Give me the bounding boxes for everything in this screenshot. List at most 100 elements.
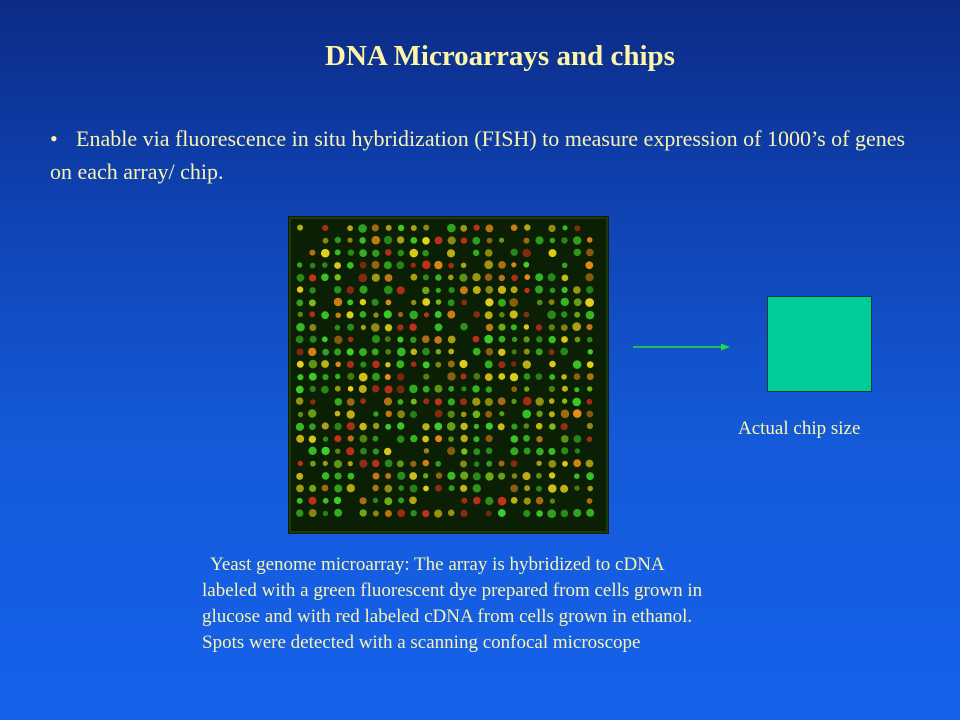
microarray-spot: [523, 509, 531, 518]
microarray-spot: [384, 510, 392, 517]
microarray-spot: [549, 287, 556, 294]
microarray-spot: [498, 261, 506, 269]
microarray-spot: [587, 386, 593, 392]
microarray-spot: [409, 310, 418, 320]
microarray-spot: [447, 236, 456, 245]
microarray-spot: [383, 310, 392, 319]
microarray-spot: [522, 409, 532, 419]
microarray-spot: [548, 398, 555, 404]
microarray-spot: [410, 434, 418, 443]
microarray-spot: [485, 285, 494, 294]
microarray-spot: [409, 472, 418, 480]
microarray-spot: [309, 335, 317, 343]
microarray-spot: [309, 287, 316, 294]
microarray-spot: [384, 336, 391, 343]
microarray-spot: [561, 274, 569, 282]
microarray-spot: [321, 311, 329, 320]
microarray-spot: [422, 260, 431, 270]
microarray-spot: [423, 373, 430, 380]
microarray-spot: [460, 471, 469, 480]
microarray-spot: [410, 237, 418, 244]
microarray-spot: [585, 310, 595, 320]
microarray-spot: [347, 472, 355, 480]
microarray-spot: [459, 273, 468, 282]
microarray-spot: [460, 484, 468, 492]
microarray-spot: [448, 485, 455, 492]
microarray-spot: [371, 224, 379, 232]
microarray-spot: [435, 274, 442, 281]
microarray-spot: [473, 224, 480, 231]
microarray-spot: [371, 385, 380, 393]
microarray-spot: [573, 286, 581, 294]
microarray-spot: [511, 361, 517, 367]
microarray-spot: [447, 223, 456, 233]
microarray-spot: [372, 422, 380, 430]
microarray-spot: [485, 496, 494, 506]
microarray-spot: [411, 299, 417, 306]
microarray-spot: [423, 485, 429, 492]
microarray-spot: [410, 273, 418, 281]
microarray-spot: [536, 299, 543, 306]
microarray-spot: [359, 298, 367, 306]
microarray-spot: [334, 385, 341, 392]
microarray-spot: [484, 373, 493, 381]
microarray-spot: [498, 323, 506, 331]
microarray-spot: [499, 237, 505, 243]
microarray-spot: [334, 398, 343, 406]
microarray-spot: [472, 484, 481, 493]
microarray-spot: [321, 336, 328, 343]
microarray-spot: [385, 362, 391, 368]
microarray-spot: [423, 473, 429, 479]
microarray-spot: [573, 236, 582, 245]
microarray-spot: [296, 262, 303, 268]
microarray-spot: [484, 311, 493, 320]
microarray-spot: [434, 398, 442, 406]
microarray-spot: [409, 484, 418, 493]
microarray-spot: [548, 249, 557, 258]
microarray-spot: [334, 410, 341, 417]
microarray-spot: [397, 249, 405, 257]
microarray-spot: [396, 236, 405, 244]
microarray-spot: [573, 435, 582, 443]
microarray-spot: [409, 384, 418, 394]
microarray-spot: [549, 374, 556, 380]
microarray-spot: [460, 237, 468, 244]
microarray-spot: [497, 423, 505, 431]
microarray-spot: [522, 472, 531, 481]
microarray-spot: [536, 447, 544, 456]
microarray-spot: [347, 461, 353, 467]
microarray-spot: [346, 447, 355, 456]
microarray-spot: [346, 360, 354, 368]
microarray-spot: [574, 448, 581, 454]
microarray-spot: [308, 299, 316, 307]
microarray-spot: [473, 373, 481, 380]
microarray-spot: [562, 225, 568, 231]
microarray-spot: [360, 398, 366, 404]
microarray-spot: [384, 447, 392, 456]
microarray-spot: [308, 409, 317, 418]
microarray-spot: [372, 510, 379, 517]
microarray-spot: [485, 434, 493, 443]
microarray-spot: [384, 274, 393, 282]
microarray-spot: [348, 336, 354, 342]
microarray-spot: [422, 361, 430, 369]
microarray-spot: [586, 398, 593, 405]
microarray-spot: [422, 250, 429, 257]
microarray-spot: [472, 472, 481, 481]
microarray-spot: [447, 398, 455, 406]
microarray-spot: [447, 410, 455, 418]
microarray-spot: [434, 422, 443, 431]
microarray-spot: [297, 411, 304, 418]
microarray-spot: [447, 360, 455, 368]
microarray-spot: [409, 248, 419, 258]
microarray-spot: [397, 471, 406, 480]
microarray-spot: [422, 459, 430, 467]
microarray-spot: [573, 373, 581, 380]
microarray-spot: [509, 373, 519, 382]
microarray-spot: [309, 484, 317, 492]
microarray-spot: [523, 373, 531, 380]
microarray-spot: [472, 397, 481, 406]
microarray-spot: [460, 460, 467, 468]
microarray-spot: [309, 423, 316, 430]
microarray-spot: [573, 248, 581, 257]
